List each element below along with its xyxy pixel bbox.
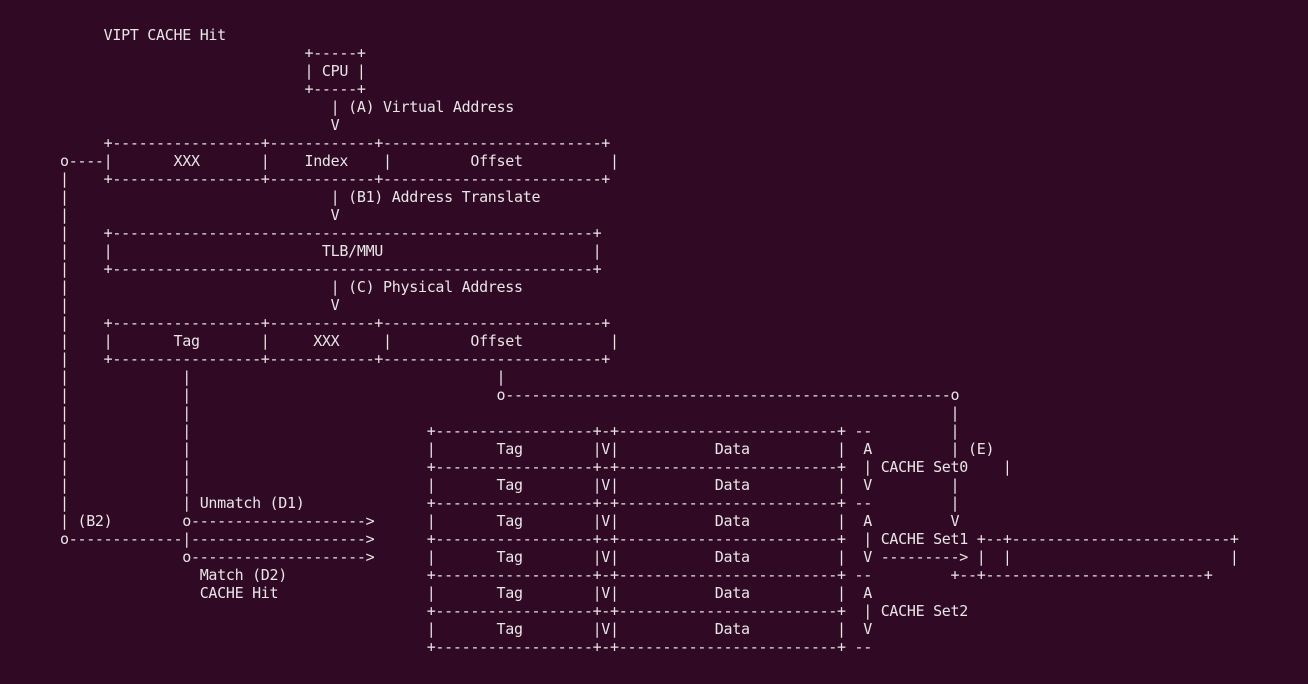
diagram-line: | | | Tag |V| Data | V | (60, 476, 960, 494)
diagram-line: +-----+ (60, 44, 366, 62)
diagram-line: | | +------------------+-+--------------… (60, 458, 1012, 476)
diagram-line: | V (60, 206, 340, 224)
diagram-line: | | o-----------------------------------… (60, 386, 960, 404)
diagram-line: | +-----------------+------------+------… (60, 350, 611, 368)
diagram-line: | +-------------------------------------… (60, 260, 602, 278)
diagram-line: | +-----------------+------------+------… (60, 314, 611, 332)
diagram-line: | | | (60, 404, 960, 422)
diagram-line: | | | Tag |V| Data | A | (E) (60, 440, 995, 458)
diagram-line: | | TLB/MMU | (60, 242, 602, 260)
diagram-line: | +-------------------------------------… (60, 224, 602, 242)
diagram-line: +------------------+-+------------------… (60, 638, 873, 656)
diagram-line: | | +------------------+-+--------------… (60, 422, 960, 440)
vipt-cache-hit-diagram: VIPT CACHE Hit +-----+ | CPU | +-----+ |… (60, 26, 1239, 656)
diagram-line: | | Tag | XXX | Offset | (60, 332, 619, 350)
diagram-line: +-----+ (60, 80, 366, 98)
diagram-line: | Tag |V| Data | V (60, 620, 873, 638)
diagram-title: VIPT CACHE Hit (60, 26, 227, 44)
diagram-line: | +-----------------+------------+------… (60, 170, 611, 188)
diagram-line: +-----------------+------------+--------… (60, 134, 611, 152)
diagram-line: CACHE Hit | Tag |V| Data | A (60, 584, 873, 602)
diagram-line: V (60, 116, 340, 134)
diagram-line: | | Unmatch (D1) +------------------+-+-… (60, 494, 960, 512)
diagram-line: +------------------+-+------------------… (60, 602, 969, 620)
diagram-line: | (B2) o--------------------> | Tag |V| … (60, 512, 960, 530)
diagram-line: | V (60, 296, 340, 314)
diagram-line: o--------------------> | Tag |V| Data | … (60, 548, 1239, 566)
diagram-line: | (A) Virtual Address (60, 98, 515, 116)
diagram-line: | CPU | (60, 62, 366, 80)
diagram-line: | | (B1) Address Translate (60, 188, 541, 206)
diagram-line: o----| XXX | Index | Offset | (60, 152, 619, 170)
diagram-line: | | (C) Physical Address (60, 278, 523, 296)
diagram-line: o-------------|--------------------> +--… (60, 530, 1239, 548)
diagram-line: | | | (60, 368, 506, 386)
diagram-line: Match (D2) +------------------+-+-------… (60, 566, 1213, 584)
